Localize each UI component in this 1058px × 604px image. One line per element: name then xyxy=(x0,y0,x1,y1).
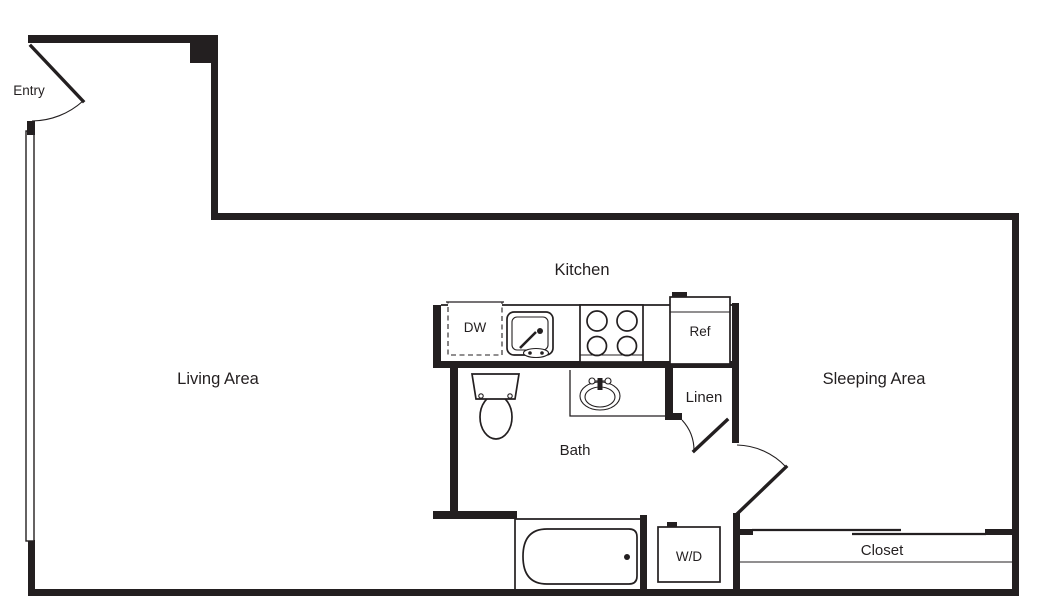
washer-dryer-icon xyxy=(657,522,721,583)
linen-door-swing-icon xyxy=(681,417,730,454)
kitchen-label: Kitchen xyxy=(554,261,609,279)
kitchen-wall-left xyxy=(433,305,441,368)
dishwasher-icon xyxy=(446,301,504,356)
washer-dryer-label: W/D xyxy=(676,549,702,564)
window-icon xyxy=(25,130,35,542)
closet-sliding-door-icon xyxy=(740,528,1012,563)
sleeping-area-label: Sleeping Area xyxy=(823,370,927,388)
linen-wall-bottom-stub xyxy=(665,413,682,420)
closet-wall-left xyxy=(733,513,740,590)
bath-wall-left xyxy=(450,368,458,518)
wall-left-lower xyxy=(28,540,35,596)
bath-linen-wall xyxy=(665,368,673,420)
entry-door-swing-icon xyxy=(28,43,86,122)
wall-top-main xyxy=(211,213,1019,220)
bath-label: Bath xyxy=(560,442,591,459)
closet-jamb-left xyxy=(733,529,753,535)
stove-burners-icon xyxy=(579,304,644,363)
wall-bottom xyxy=(28,589,1019,596)
kitchen-sink-icon xyxy=(506,311,554,359)
vanity-sink-icon xyxy=(569,370,665,417)
linen-label: Linen xyxy=(686,389,723,406)
closet-jamb-right xyxy=(985,529,1013,535)
tub-wall-right xyxy=(640,515,647,590)
bath-wall-bottom-stub xyxy=(433,511,517,519)
sleeping-door-swing-icon xyxy=(734,444,789,517)
wall-right xyxy=(1012,213,1019,596)
closet-label: Closet xyxy=(861,542,904,559)
refrigerator-icon xyxy=(669,292,731,365)
living-area-label: Living Area xyxy=(177,370,259,388)
wall-vertical-upper xyxy=(211,43,218,215)
kitchen-wall-bottom xyxy=(433,361,739,368)
dishwasher-label: DW xyxy=(464,320,487,335)
wall-top-left xyxy=(28,35,218,43)
walls xyxy=(28,35,1019,596)
entry-door-jamb xyxy=(27,121,35,135)
kitchen-sleeping-wall xyxy=(732,303,739,443)
toilet-icon xyxy=(471,373,520,440)
entry-label: Entry xyxy=(13,83,45,98)
refrigerator-label: Ref xyxy=(689,324,710,339)
bathtub-icon xyxy=(514,518,640,589)
